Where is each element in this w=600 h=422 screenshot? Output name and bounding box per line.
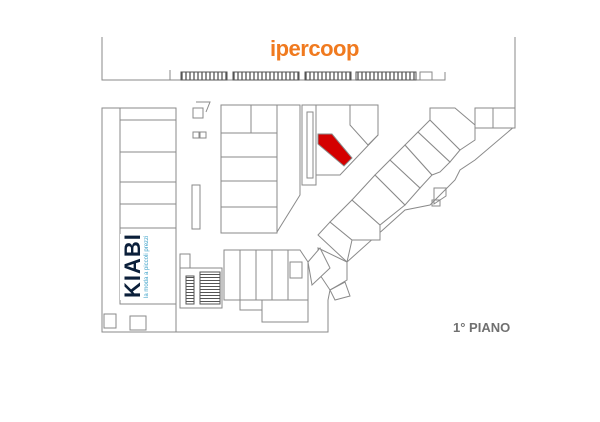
parking-rows [180, 71, 417, 81]
diagonal-shop-block [317, 107, 516, 291]
kiabi-brand: KIABI [120, 233, 145, 298]
left-shop-block [101, 107, 177, 333]
kiabi-logo[interactable]: KIABI la moda a piccoli prezzi [120, 233, 154, 300]
center-kiosks [191, 101, 211, 230]
bottom-shop-block [223, 247, 351, 323]
kiabi-tagline: la moda a piccoli prezzi [144, 235, 150, 298]
middle-shop-block [220, 104, 379, 234]
highlighted-shop[interactable] [317, 133, 353, 167]
hypermarket-corner [419, 71, 446, 81]
ipercoop-logo[interactable]: ipercoop [270, 36, 359, 61]
floor-label: 1° PIANO [453, 320, 511, 335]
escalators [179, 253, 223, 309]
